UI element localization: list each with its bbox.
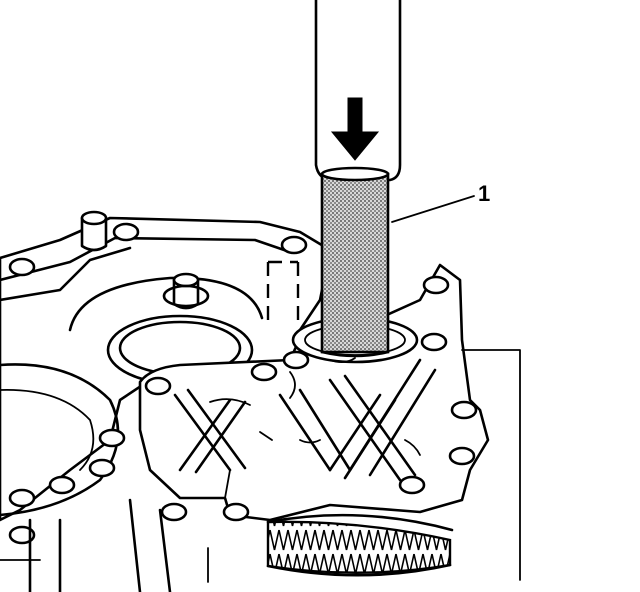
down-arrow-icon	[330, 97, 380, 161]
callout-label-1: 1	[478, 181, 490, 206]
installer-tool	[314, 0, 402, 358]
callout-1: 1	[391, 181, 490, 223]
ring-gear	[266, 513, 454, 577]
hidden-edge-lines	[266, 260, 300, 322]
leader-bracket	[207, 349, 521, 583]
